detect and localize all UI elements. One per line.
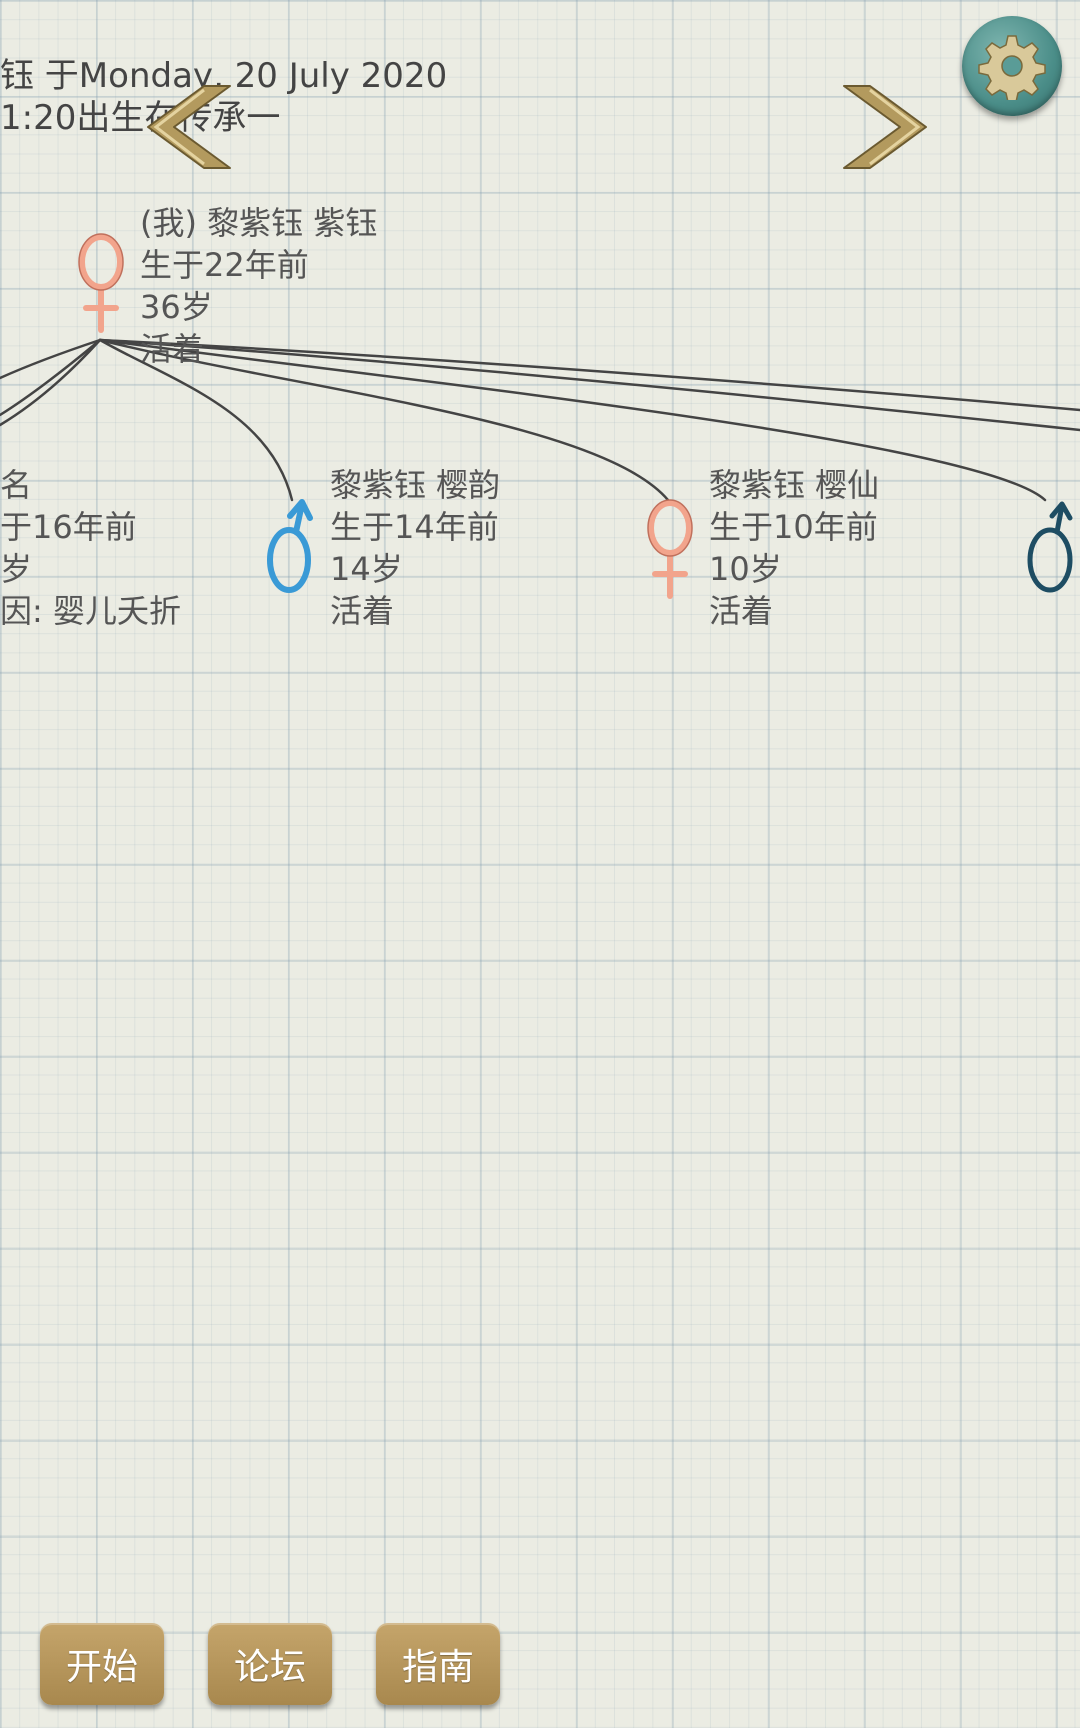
person-status: 因: 婴儿夭折	[0, 592, 181, 630]
male-symbol-icon[interactable]	[1024, 498, 1080, 602]
person-name: (我) 黎紫钰 紫钰	[140, 204, 378, 242]
person-status: 活着	[330, 592, 395, 630]
link-line	[98, 338, 1047, 502]
person-born: 生于22年前	[140, 246, 309, 284]
person-status: 活着	[709, 592, 774, 630]
chevron-left-icon	[147, 85, 231, 169]
person-born: 生于10年前	[709, 508, 878, 546]
person-age: 岁	[0, 550, 33, 588]
child-info[interactable]: 黎紫钰 樱韵 生于14年前 14岁 活着	[330, 464, 500, 632]
person-born: 于16年前	[0, 508, 137, 546]
child-info[interactable]: 名 于16年前 岁 因: 婴儿夭折	[0, 464, 210, 632]
link-line	[98, 338, 294, 502]
person-name: 黎紫钰 樱韵	[330, 466, 501, 504]
link-line	[0, 338, 102, 417]
link-line	[0, 338, 102, 380]
start-button[interactable]: 开始	[40, 1623, 164, 1705]
person-age: 36岁	[140, 288, 213, 326]
guide-button[interactable]: 指南	[376, 1623, 500, 1705]
previous-arrow-button[interactable]	[142, 82, 234, 172]
male-symbol-icon[interactable]	[262, 496, 318, 600]
forum-button[interactable]: 论坛	[208, 1623, 332, 1705]
next-arrow-button[interactable]	[840, 82, 932, 172]
family-tree-links	[0, 338, 1080, 502]
link-line	[0, 338, 102, 427]
birth-info-line-2: 1:20出生在传承一	[0, 98, 281, 138]
person-name: 名	[0, 466, 33, 504]
person-age: 10岁	[709, 550, 782, 588]
person-age: 14岁	[330, 550, 403, 588]
link-line	[98, 338, 1080, 432]
link-line	[98, 338, 1080, 412]
person-name: 黎紫钰 樱仙	[709, 466, 880, 504]
female-symbol-icon[interactable]	[645, 498, 695, 602]
female-symbol-icon[interactable]	[76, 232, 126, 336]
gear-icon	[978, 35, 1046, 100]
person-status: 活着	[140, 330, 205, 368]
person-born: 生于14年前	[330, 508, 499, 546]
self-info[interactable]: (我) 黎紫钰 紫钰 生于22年前 36岁 活着	[140, 202, 377, 370]
chevron-right-icon	[843, 85, 927, 169]
child-info[interactable]: 黎紫钰 樱仙 生于10年前 10岁 活着	[709, 464, 879, 632]
link-line	[98, 338, 670, 502]
settings-button[interactable]	[962, 16, 1062, 116]
